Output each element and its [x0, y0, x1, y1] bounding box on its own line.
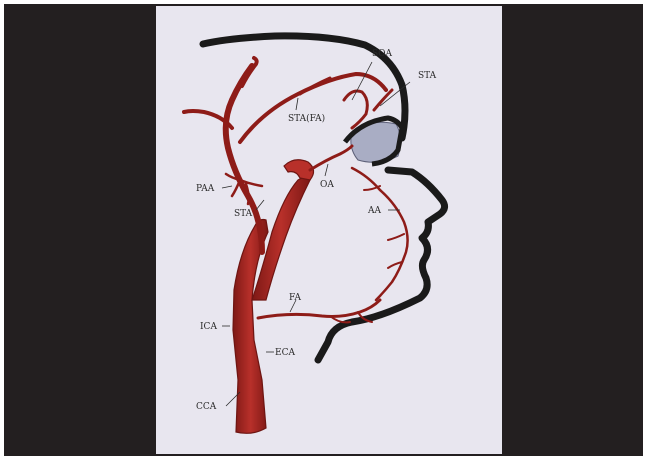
leader-sta-mid — [256, 200, 264, 210]
label-sta-fa: STA(FA) — [288, 113, 325, 124]
label-oa: OA — [320, 180, 334, 190]
angular-artery-twigs — [364, 186, 404, 268]
ophthalmic-artery — [310, 146, 352, 170]
label-ica: ICA — [200, 322, 217, 332]
label-aa: AA — [367, 206, 381, 216]
label-soa: SOA — [372, 49, 393, 59]
label-cca: CCA — [196, 402, 217, 412]
face-profile-outline — [318, 170, 445, 360]
label-eca: ECA — [275, 348, 295, 358]
angular-artery — [352, 168, 408, 300]
label-sta-top: STA — [418, 71, 437, 81]
leader-oa — [325, 164, 328, 176]
label-sta-mid: STA — [234, 209, 253, 219]
label-fa: FA — [289, 293, 301, 303]
leader-sta-fa — [296, 98, 298, 110]
superficial-temporal-trunk — [226, 66, 262, 252]
sta-orbital-branch — [374, 90, 392, 110]
leader-paa — [222, 186, 232, 188]
supraorbital-artery — [344, 91, 367, 128]
label-paa: PAA — [196, 184, 215, 194]
leader-soa — [352, 62, 372, 100]
facial-artery — [258, 300, 380, 318]
sta-fa-lower-branch — [300, 78, 330, 94]
